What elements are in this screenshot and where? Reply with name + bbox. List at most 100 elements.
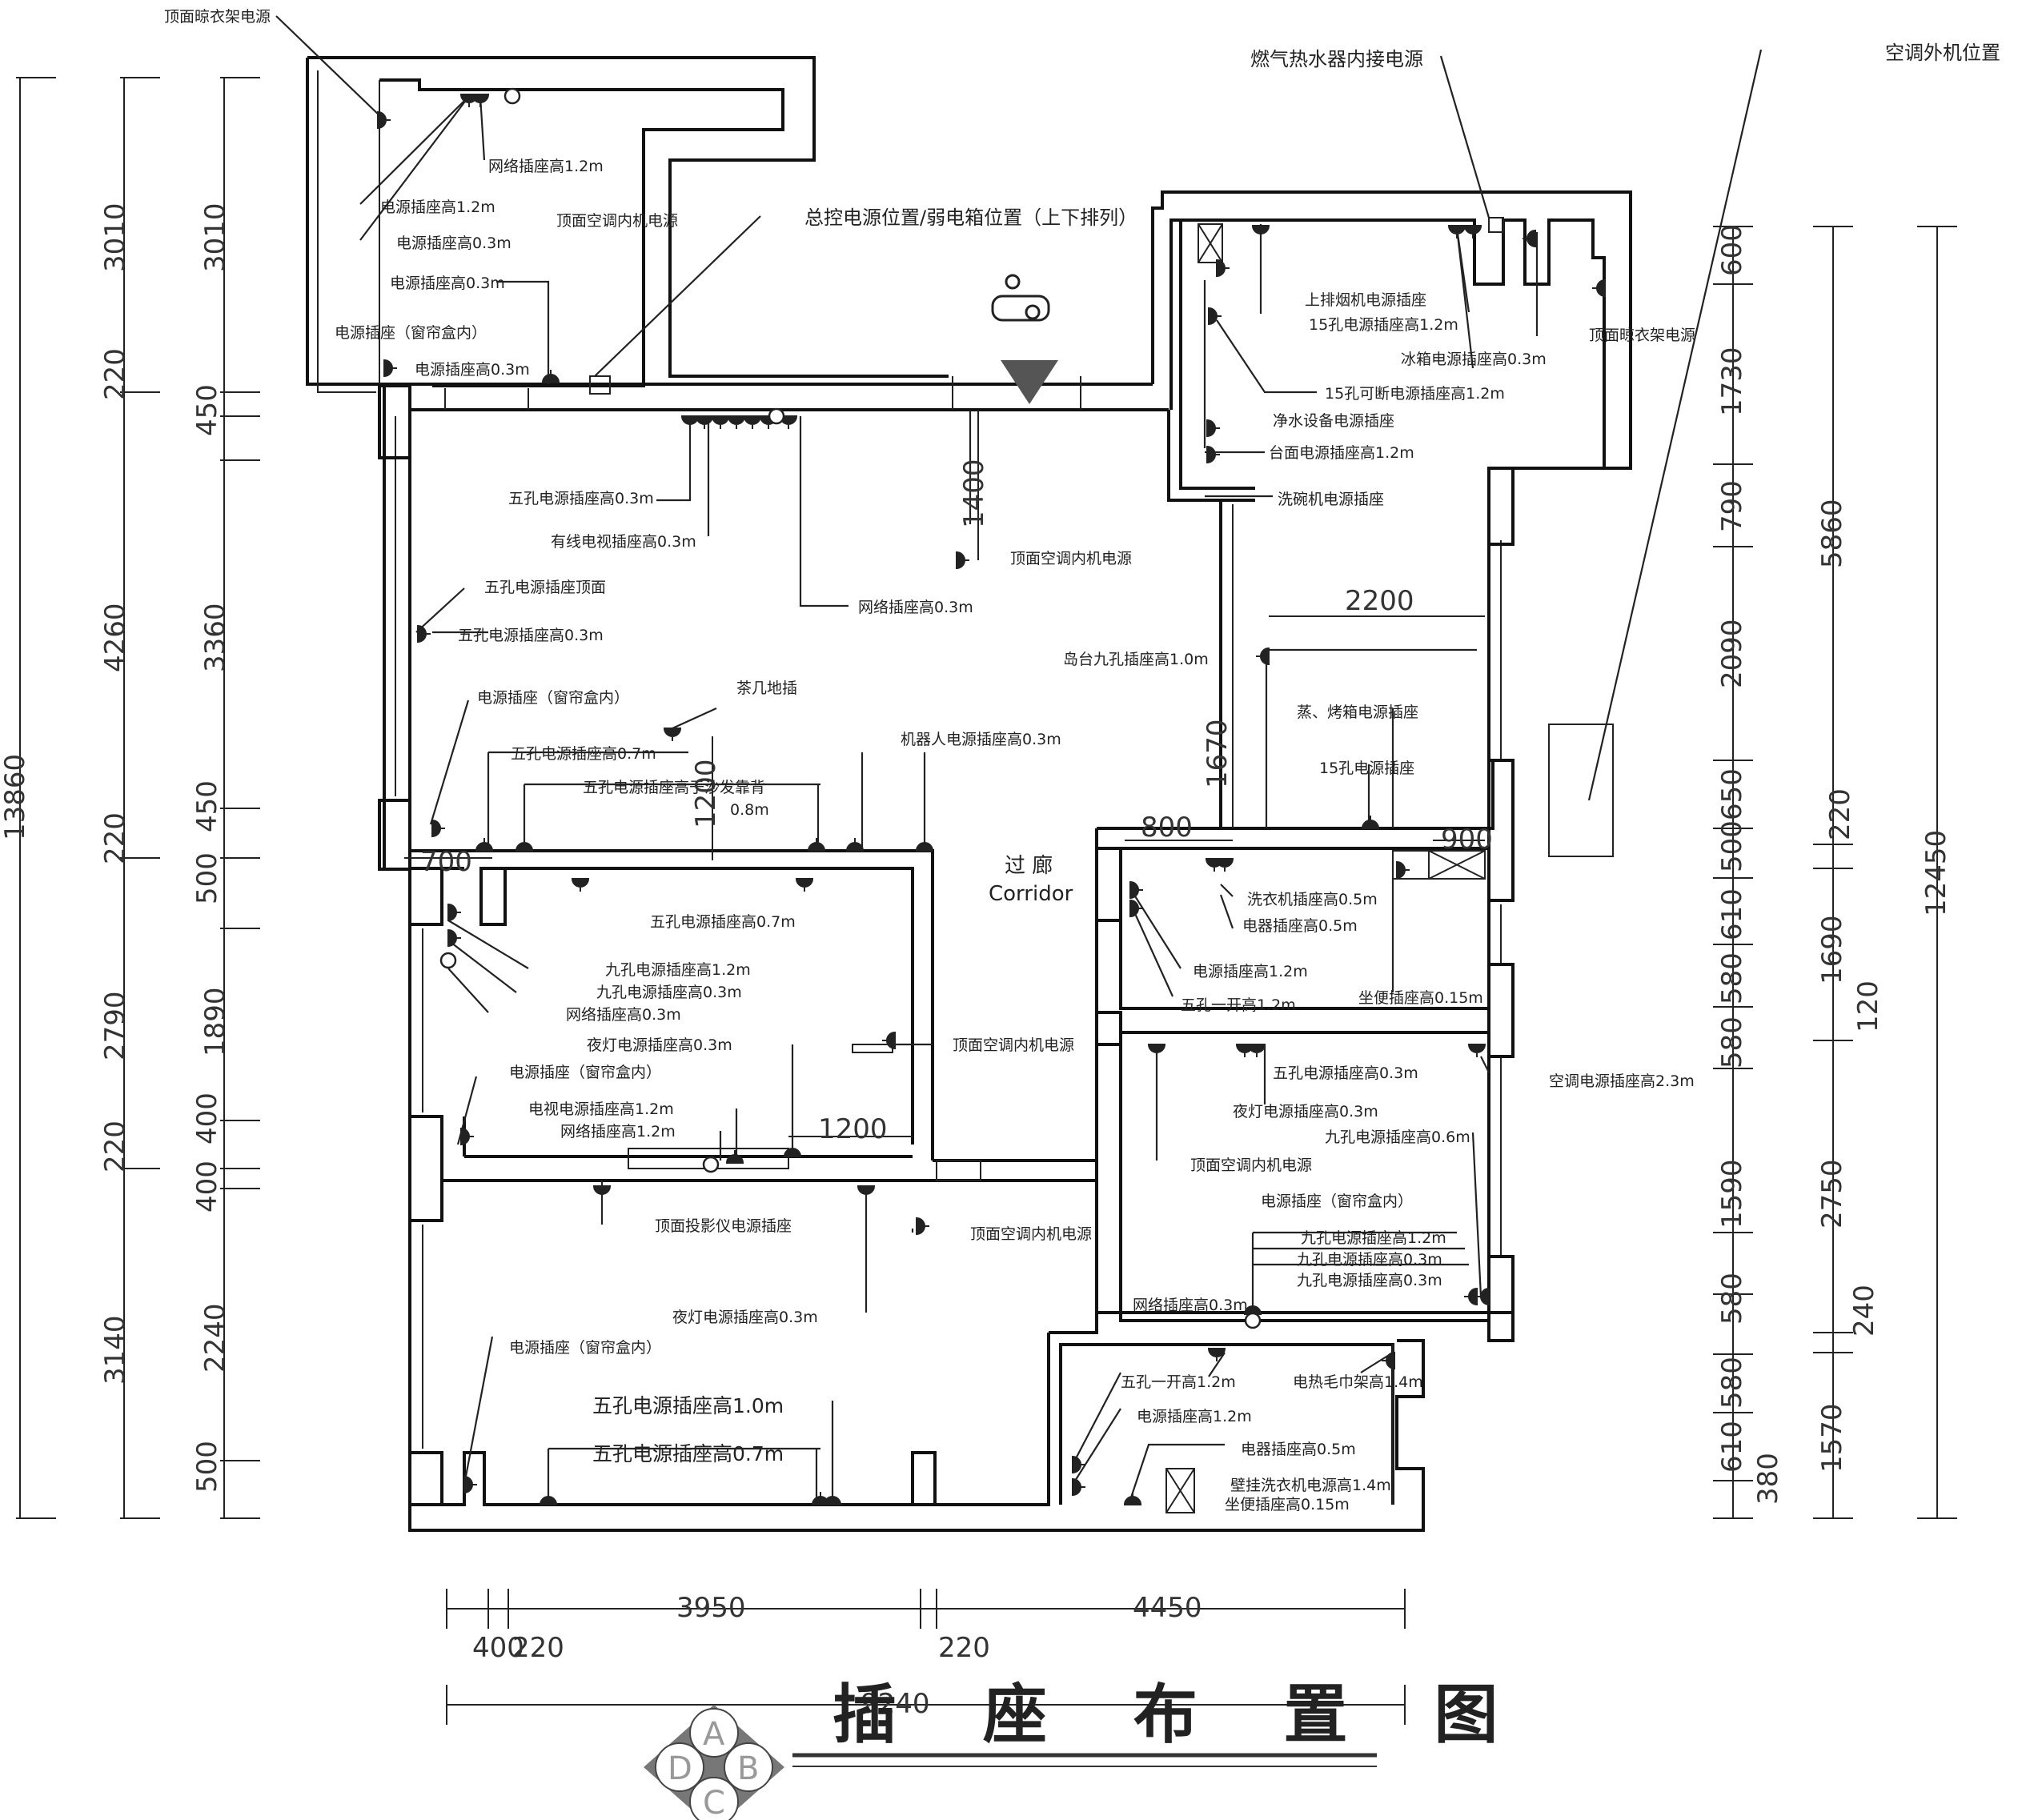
network-socket-icon <box>503 87 521 105</box>
socket-icon <box>1208 307 1222 326</box>
socket-icon <box>1382 1351 1395 1370</box>
label: 壁挂洗衣机电源高1.4m <box>1230 1477 1391 1494</box>
label: 空调外机位置 <box>1885 42 2000 64</box>
dim-text: 9240 <box>861 1688 930 1720</box>
entry-arrow-icon <box>1001 360 1058 404</box>
label: 九孔电源插座高0.3m <box>1297 1251 1442 1269</box>
dim-text: 220 <box>1824 788 1856 840</box>
label: 网络插座高0.3m <box>1133 1297 1248 1314</box>
dim-text: 790 <box>1716 480 1748 532</box>
socket-icon <box>695 415 714 429</box>
socket-icon <box>916 1217 929 1236</box>
label: 电源插座高1.2m <box>380 198 495 216</box>
dim-text: 3010 <box>199 202 231 272</box>
socket-icon <box>1467 1044 1486 1057</box>
label: 净水设备电源插座 <box>1273 412 1394 430</box>
network-socket-icon <box>1244 1312 1262 1329</box>
label: 五孔电源插座高1.0m <box>592 1394 784 1417</box>
dim-text: 1570 <box>1816 1403 1848 1473</box>
socket-icon <box>783 1144 802 1157</box>
socket-icon <box>915 838 934 852</box>
socket-icon <box>1129 899 1143 918</box>
socket-icon <box>857 1185 876 1199</box>
label: 电源插座高1.2m <box>1193 963 1308 980</box>
dim-text: 400 <box>472 1632 524 1664</box>
label: 顶面空调内机电源 <box>1190 1157 1312 1174</box>
socket-icon <box>807 838 826 852</box>
dim-text: 2090 <box>1716 619 1748 688</box>
label: 五孔电源插座高0.3m <box>1273 1064 1418 1082</box>
label: 顶面投影仪电源插座 <box>655 1217 792 1235</box>
label: 五孔电源插座高0.7m <box>592 1442 784 1465</box>
socket-icon <box>1129 880 1143 900</box>
label: 顶面晾衣架电源 <box>1589 327 1695 344</box>
socket-icon <box>1361 816 1380 829</box>
socket-icon <box>592 1185 612 1199</box>
label: 九孔电源插座高0.3m <box>1297 1272 1442 1289</box>
dim-text: 3140 <box>99 1315 131 1385</box>
dim-text: 580 <box>1716 1357 1748 1409</box>
label: 网络插座高0.3m <box>858 599 973 616</box>
socket-icon <box>1072 1455 1085 1474</box>
network-socket-icon <box>702 1156 720 1173</box>
label: 15孔电源插座高1.2m <box>1309 316 1458 334</box>
label: 0.8m <box>730 801 769 819</box>
socket-icon <box>680 415 700 429</box>
dim-text: 610 <box>1716 888 1748 940</box>
label: 顶面晾衣架电源 <box>164 8 271 26</box>
leader-lines <box>275 15 1763 1505</box>
label: 15孔电源插座 <box>1319 760 1414 777</box>
socket-icon <box>845 838 865 852</box>
socket-icon <box>1251 225 1270 239</box>
dim-text: 220 <box>99 348 131 400</box>
label: 顶面空调内机电源 <box>1010 550 1132 567</box>
label: 有线电视插座高0.3m <box>551 533 696 551</box>
dimension-values: 13860 3010 220 4260 220 2790 220 3140 30… <box>0 202 1952 1720</box>
label: 五孔一开高1.2m <box>1121 1373 1236 1391</box>
label: 夜灯电源插座高0.3m <box>672 1309 818 1326</box>
label: 电源插座高0.3m <box>390 275 505 292</box>
label: 茶几地插 <box>736 679 797 697</box>
dim-text: 240 <box>1848 1285 1880 1337</box>
dimension-lines <box>16 77 1957 1767</box>
compass-letter: B <box>737 1750 759 1787</box>
network-socket-icon <box>768 407 785 425</box>
dim-text: 13860 <box>0 754 31 840</box>
label: 九孔电源插座高0.3m <box>596 984 742 1001</box>
label: 五孔电源插座高于沙发靠背 <box>583 779 765 796</box>
socket-icon <box>1243 1301 1262 1315</box>
socket-icon <box>1463 225 1482 239</box>
network-socket-icon <box>439 952 457 969</box>
dim-text: 610 <box>1716 1421 1748 1473</box>
socket-icon <box>417 624 431 643</box>
socket-icon <box>541 370 560 383</box>
socket-icon <box>1147 1044 1166 1057</box>
label: 五孔电源插座高0.7m <box>511 745 656 763</box>
label: 网络插座高0.3m <box>566 1006 681 1024</box>
label: 九孔电源插座高1.2m <box>605 961 751 979</box>
socket-icon <box>571 878 590 892</box>
dim-text: 1670 <box>1202 719 1234 788</box>
label: 蒸、烤箱电源插座 <box>1297 704 1418 721</box>
socket-icon <box>1216 259 1230 278</box>
socket-icon <box>823 1492 842 1505</box>
dim-text: 1200 <box>818 1113 888 1145</box>
socket-icon <box>1247 1044 1266 1057</box>
socket-icon <box>882 1031 896 1050</box>
socket-icon <box>1207 1348 1226 1361</box>
dim-text: 400 <box>191 1092 223 1145</box>
label: 电源插座（窗帘盒内） <box>509 1064 661 1081</box>
label: 电热毛巾架高1.4m <box>1293 1373 1423 1391</box>
dim-text: 1890 <box>199 987 231 1056</box>
label: 网络插座高1.2m <box>560 1123 676 1141</box>
label: 顶面空调内机电源 <box>953 1036 1074 1054</box>
dim-text: 380 <box>1752 1453 1784 1505</box>
socket-icon <box>447 903 461 922</box>
dim-text: 580 <box>1716 952 1748 1004</box>
dim-text: 220 <box>99 812 131 864</box>
compass-letter: D <box>668 1750 692 1787</box>
dim-text: 2200 <box>1345 585 1414 617</box>
label: 电源插座（窗帘盒内） <box>335 324 487 342</box>
label: 15孔可断电源插座高1.2m <box>1325 385 1505 403</box>
